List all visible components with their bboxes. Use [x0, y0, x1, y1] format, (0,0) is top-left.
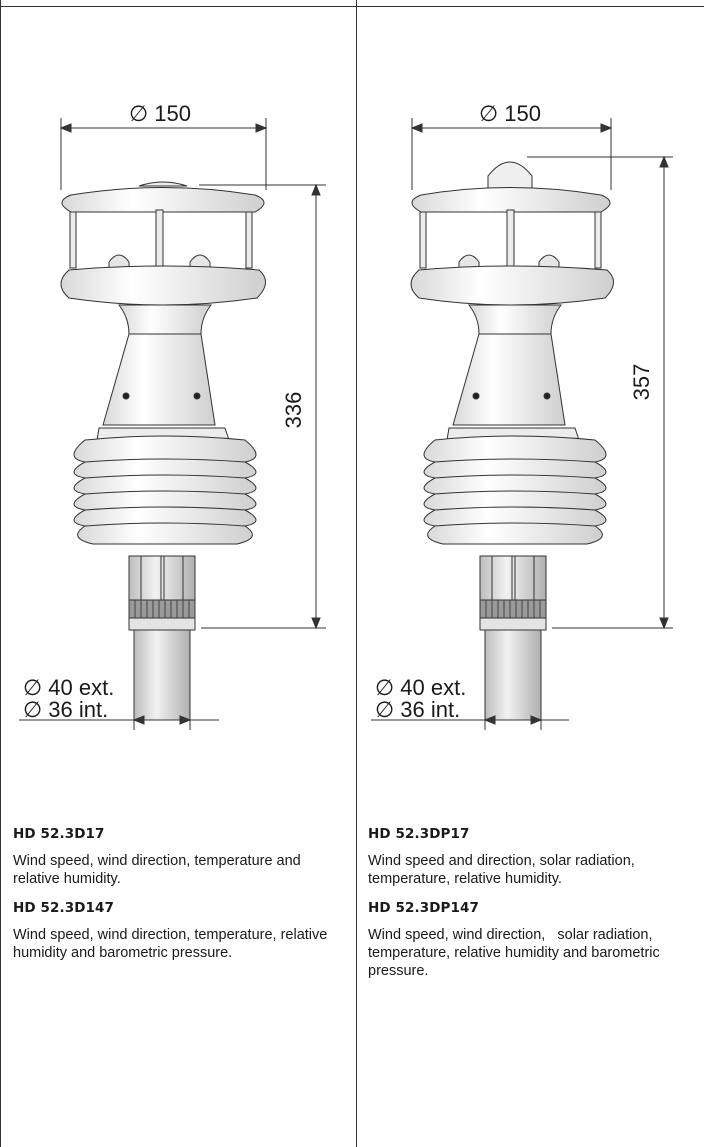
right-column: ∅ 150 357 ∅ 40 ext. ∅ 36 int. HD 52.3DP1… — [357, 0, 704, 1147]
model-description: Wind speed, wind direction, temperature … — [13, 853, 301, 887]
left-column: ∅ 150 336 ∅ 40 ext. ∅ 36 int. HD 52.3D17… — [0, 0, 357, 1147]
dimension-top-left — [59, 118, 268, 190]
pipe-int-label-left: ∅ 36 int. — [23, 697, 108, 722]
model-description: Wind speed and direction, solar radiatio… — [368, 853, 635, 887]
top-border — [0, 0, 704, 7]
model-code: HD 52.3DP17 — [368, 826, 470, 842]
model-code: HD 52.3D147 — [13, 900, 114, 916]
dimension-top-right — [410, 118, 613, 190]
model-list-left: HD 52.3D17 Wind speed, wind direction, t… — [13, 826, 343, 974]
pipe-int-label-right: ∅ 36 int. — [375, 697, 460, 722]
dimension-height-right — [527, 155, 673, 630]
pipe-ext-label-left: ∅ 40 ext. — [23, 675, 114, 700]
model-description: Wind speed, wind direction, solar radiat… — [368, 927, 664, 979]
dimension-pipe-left — [19, 715, 219, 730]
sensor-drawing-right: ∅ 150 357 ∅ 40 ext. ∅ 36 int. — [371, 101, 673, 730]
model-code: HD 52.3DP147 — [368, 900, 479, 916]
dimension-pipe-right — [371, 715, 569, 730]
dimension-height-left — [199, 183, 326, 630]
height-label-left: 336 — [281, 392, 306, 429]
model-description: Wind speed, wind direction, temperature,… — [13, 927, 328, 961]
model-list-right: HD 52.3DP17 Wind speed and direction, so… — [368, 826, 698, 992]
sensor-drawing-left: ∅ 150 336 ∅ 40 ext. ∅ 36 int. — [19, 101, 326, 730]
diameter-label-right: ∅ 150 — [479, 101, 541, 126]
height-label-right: 357 — [629, 364, 654, 401]
pipe-ext-label-right: ∅ 40 ext. — [375, 675, 466, 700]
diameter-label-left: ∅ 150 — [129, 101, 191, 126]
model-code: HD 52.3D17 — [13, 826, 105, 842]
